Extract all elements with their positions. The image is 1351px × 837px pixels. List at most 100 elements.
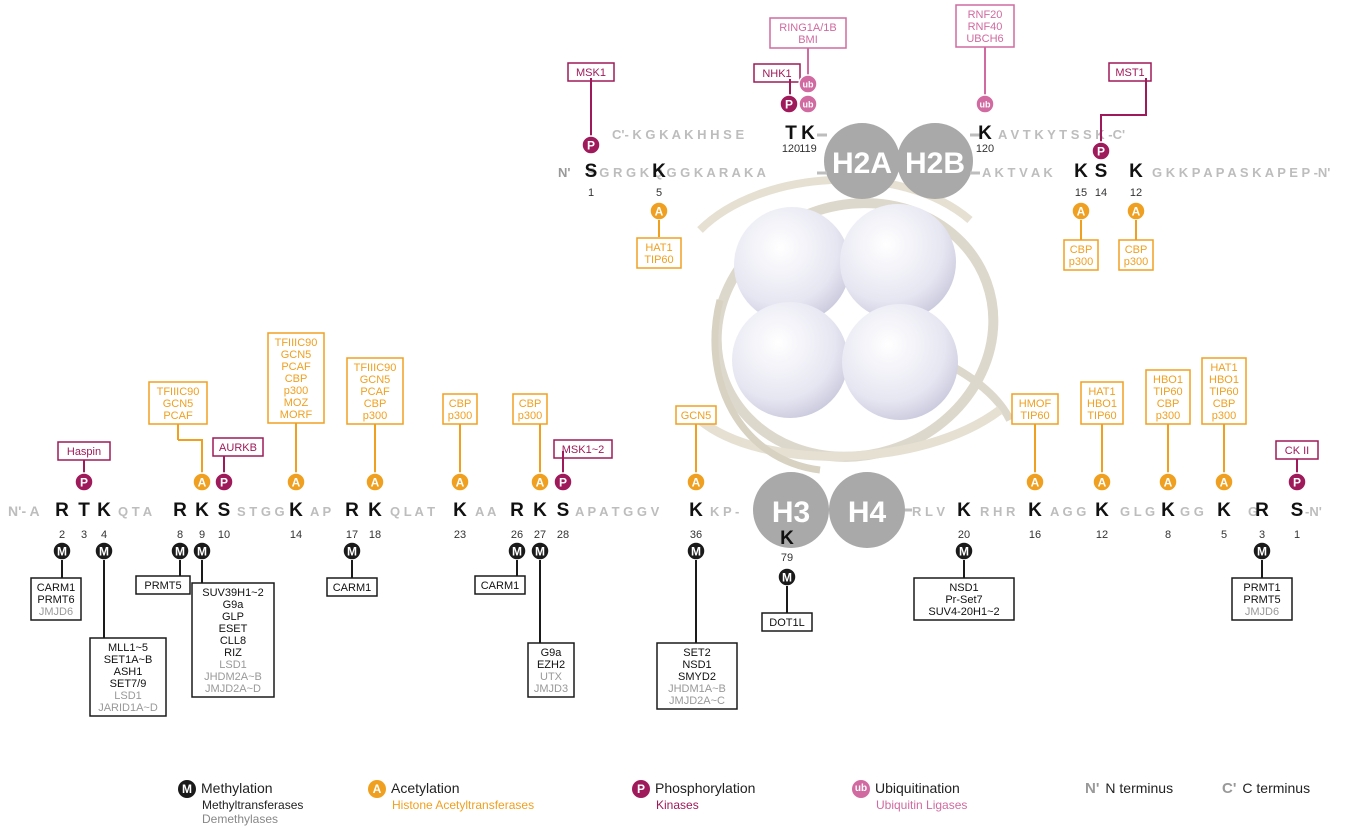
meth-prmt1-badge-label: M xyxy=(1257,545,1267,559)
enzyme-suv39-dm-1: JHDM2A~B xyxy=(204,671,262,683)
enzyme-rnf20-2: UBCH6 xyxy=(966,33,1003,45)
enzyme-hat1h4-0: HAT1 xyxy=(1088,386,1115,398)
residue-h2b-s14: S xyxy=(1095,161,1108,182)
residue-num-h3-k36: 36 xyxy=(690,529,702,541)
residue-num-h4-r3: 3 xyxy=(1259,529,1265,541)
h2b-k120-ub-badge xyxy=(975,94,995,114)
residue-num-h3-k4: 4 xyxy=(101,529,107,541)
residue-h3-k27: K xyxy=(533,500,547,521)
enzyme-box-aurkb xyxy=(212,437,264,457)
h2a-n-term: N' xyxy=(558,165,570,180)
enzyme-set2-dm-1: JMJD2A~C xyxy=(669,695,725,707)
residue-h2a-t120: T xyxy=(785,123,797,144)
enzyme-box-ring1 xyxy=(769,17,847,49)
enzyme-hat1_5-4: p300 xyxy=(1212,410,1236,422)
residue-num-h3-s28: 28 xyxy=(557,529,569,541)
enzyme-msk1-0: MSK1 xyxy=(576,67,606,79)
h4-label: H4 xyxy=(848,496,887,529)
badge-hmof-badge xyxy=(1025,472,1045,492)
legend-ligases: Ubiquitin Ligases xyxy=(876,798,968,813)
enzyme-hat1_5-3: CBP xyxy=(1213,398,1236,410)
h2a-c-seq: C'- K G K A K H H S E xyxy=(612,127,744,142)
h2b-n-seq: A K T V A K xyxy=(982,165,1053,180)
meth-suv39-badge-label: M xyxy=(197,545,207,559)
legend-demethylases: Demethylases xyxy=(202,812,279,827)
enzyme-cbp27-0: CBP xyxy=(519,398,542,410)
enzyme-msk12-0: MSK1~2 xyxy=(562,444,605,456)
enzyme-hat1_tip60-0: HAT1 xyxy=(645,242,672,254)
enzyme-box-suv39 xyxy=(191,582,275,698)
residue-num-h4-k16: 16 xyxy=(1029,529,1041,541)
h4-seq-2: R H R xyxy=(980,504,1016,519)
h2a-t120-p-badge xyxy=(779,94,799,114)
residue-num-h2a-t120: 120 xyxy=(782,143,800,155)
h2a-k119-ub2-badge-label: ub xyxy=(803,100,814,110)
residue-num-h2b-k12: 12 xyxy=(1130,187,1142,199)
enzyme-carm1_r2-0: CARM1 xyxy=(37,582,76,594)
h3-seq-4: Q L A T xyxy=(390,504,435,519)
enzyme-g9a-0: G9a xyxy=(541,647,563,659)
enzyme-hat1_5-2: TIP60 xyxy=(1209,386,1238,398)
enzyme-carm1_r2-dm-0: JMJD6 xyxy=(39,606,73,618)
enzyme-ring1-0: RING1A/1B xyxy=(779,22,836,34)
h2b-circle xyxy=(897,123,973,199)
enzyme-cbp23-0: CBP xyxy=(449,398,472,410)
enzyme-tf3-4: p300 xyxy=(363,410,387,422)
h2a-circle xyxy=(824,123,900,199)
enzyme-tf2-3: CBP xyxy=(285,373,308,385)
h3-circle xyxy=(753,472,829,548)
badge-cbp27-badge xyxy=(530,472,550,492)
h2b-s14-p-badge-label: P xyxy=(1097,145,1105,159)
legend-kinases: Kinases xyxy=(656,798,699,813)
h3-s28-p-badge xyxy=(553,472,573,492)
enzyme-tf2-0: TFIIIC90 xyxy=(275,337,318,349)
legend-n-label: N terminus xyxy=(1105,780,1174,796)
legend-hat: Histone Acetyltransferases xyxy=(392,798,535,813)
legend-ubiq-label: Ubiquitination xyxy=(875,780,960,796)
h3-s28-p-badge-label: P xyxy=(559,476,567,490)
enzyme-cbp27-1: p300 xyxy=(518,410,542,422)
residue-num-h2b-s14: 14 xyxy=(1095,187,1107,199)
enzyme-box-hat1h4 xyxy=(1080,381,1124,425)
badge-hbo1_8-badge xyxy=(1158,472,1178,492)
meth-mll-badge-label: M xyxy=(99,545,109,559)
enzyme-hmof-1: TIP60 xyxy=(1020,410,1049,422)
h2a-n-seq: S G R G K Q G G K A R A K A xyxy=(587,165,766,180)
enzyme-hbo1_8-0: HBO1 xyxy=(1153,374,1183,386)
h2a-k119-ub1-badge-label: ub xyxy=(803,80,814,90)
enzyme-set2-2: SMYD2 xyxy=(678,671,716,683)
enzyme-ring1-1: BMI xyxy=(798,34,818,46)
enzyme-tf3-0: TFIIIC90 xyxy=(354,362,397,374)
c-term-symbol: C' xyxy=(1222,780,1237,797)
h4-seq-4: G L G xyxy=(1120,504,1155,519)
enzyme-hat1_tip60-1: TIP60 xyxy=(644,254,673,266)
enzyme-cbp_b-1: p300 xyxy=(1124,256,1148,268)
h2a-t120-p-badge-label: P xyxy=(785,98,793,112)
meth-set2-badge-label: M xyxy=(691,545,701,559)
badge-tf2-badge xyxy=(286,472,306,492)
residue-num-h3-k9: 9 xyxy=(199,529,205,541)
enzyme-hat1_5-1: HBO1 xyxy=(1209,374,1239,386)
enzyme-hat1_5-0: HAT1 xyxy=(1210,362,1237,374)
h3-k9-a-badge xyxy=(192,472,212,492)
enzyme-box-rnf20 xyxy=(955,4,1015,48)
residue-h3-r2: R xyxy=(55,500,69,521)
enzyme-suv39-4: CLL8 xyxy=(220,635,246,647)
enzyme-box-hbo1_8 xyxy=(1145,369,1191,425)
residue-h3-t3: T xyxy=(78,500,90,521)
enzyme-tf3-2: PCAF xyxy=(360,386,390,398)
legend-methylation-label: Methylation xyxy=(201,780,273,796)
enzyme-box-nsd1 xyxy=(913,577,1015,621)
enzyme-tf2-6: MORF xyxy=(280,409,313,421)
residue-num-h2a-s1: 1 xyxy=(588,187,594,199)
badge-tf3-badge xyxy=(365,472,385,492)
h3-seq-3: A P xyxy=(310,504,332,519)
enzyme-hbo1_8-3: p300 xyxy=(1156,410,1180,422)
enzyme-tf3-1: GCN5 xyxy=(360,374,391,386)
enzyme-tf2-2: PCAF xyxy=(281,361,311,373)
phospho-icon: P xyxy=(632,780,650,799)
enzyme-tf1-2: PCAF xyxy=(163,410,193,422)
enzyme-hbo1_8-2: CBP xyxy=(1157,398,1180,410)
